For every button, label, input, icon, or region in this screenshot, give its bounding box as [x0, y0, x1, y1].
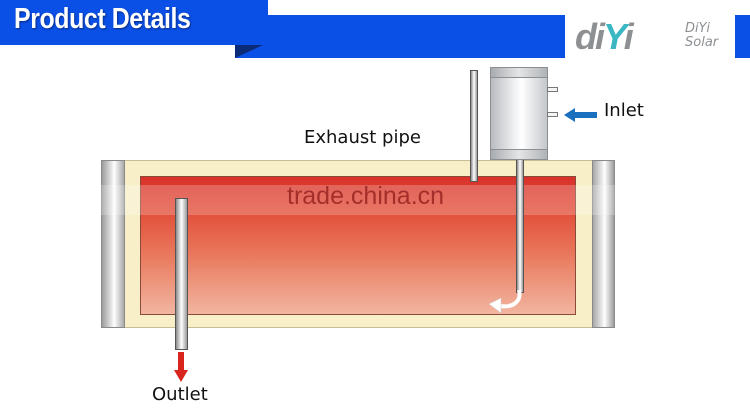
tank-nozzle-upper [547, 87, 558, 92]
logo-text-line2: Solar [685, 35, 719, 50]
tank-nozzle-lower [547, 112, 558, 117]
logo-mark-suffix: i [623, 16, 634, 57]
header-banner-right [735, 15, 750, 58]
hot-water-chamber [140, 176, 576, 315]
inlet-arrow-shape [564, 108, 597, 122]
exhaust-pipe-label: Exhaust pipe [304, 127, 421, 148]
header-banner-fold [235, 45, 263, 58]
watermark: trade.china.cn [287, 182, 445, 210]
inlet-arrow-icon [564, 108, 597, 122]
tank-top-band [490, 67, 548, 78]
logo-mark-prefix: di [575, 16, 605, 57]
end-cap-left [101, 160, 125, 328]
header-banner-band [235, 15, 565, 58]
exhaust-pipe [470, 70, 478, 182]
inlet-pipe [516, 158, 524, 293]
outlet-arrow-shape [174, 352, 188, 382]
logo-text-line1: DiYi [685, 21, 710, 36]
inlet-label: Inlet [604, 100, 644, 121]
brand-logo: diYi DiYi Solar [575, 18, 730, 56]
logo-mark: diYi [575, 16, 634, 57]
outlet-label: Outlet [152, 384, 208, 405]
end-cap-right [592, 160, 615, 328]
flow-arrow-head [488, 297, 502, 314]
outlet-pipe [175, 198, 188, 350]
logo-mark-accent: Y [603, 16, 626, 57]
outlet-arrow-icon [174, 352, 188, 382]
header-banner-left [0, 0, 268, 45]
page-title: Product Details [14, 3, 191, 35]
flow-arrow-curve [499, 289, 522, 309]
flow-arrow-icon [488, 289, 522, 314]
auxiliary-tank [490, 67, 548, 160]
logo-text: DiYi Solar [685, 22, 718, 50]
tank-bottom-band [490, 149, 548, 160]
